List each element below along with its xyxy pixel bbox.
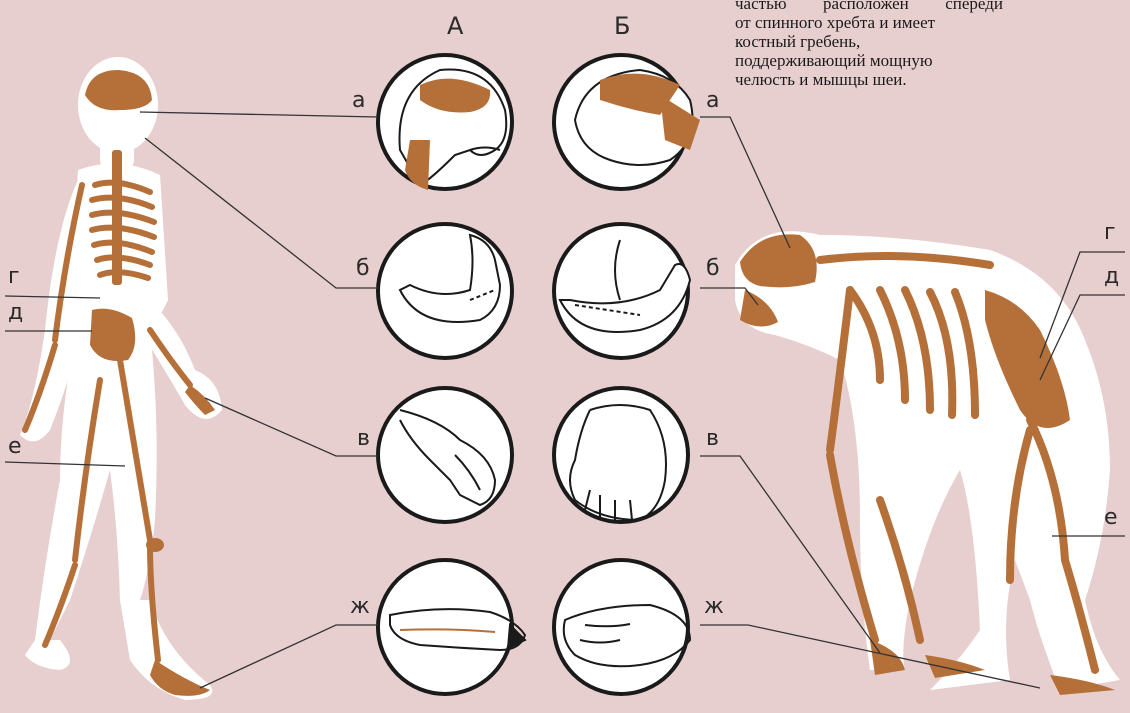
caption-line-4: поддерживающий мощную (735, 51, 1005, 70)
column-header-a: А (447, 12, 463, 40)
label-b-zh: ж (704, 596, 724, 618)
caption-line-1: частью расположен спереди (735, 0, 1003, 13)
label-a-zh: ж (350, 596, 370, 618)
label-b-a: а (706, 90, 719, 112)
label-a-b: б (356, 258, 370, 280)
label-b-b: б (706, 258, 720, 280)
label-right-d: д (1104, 266, 1119, 288)
caption-line-2: от спинного хребта и имеет (735, 13, 1005, 32)
column-header-b: Б (614, 12, 630, 40)
label-left-d: д (8, 302, 23, 324)
label-left-g: г (8, 266, 20, 288)
caption-line-5: челюсть и мышцы шеи. (735, 70, 1005, 89)
label-left-e: е (8, 436, 22, 458)
label-a-v: в (357, 428, 370, 450)
caption-text: частью расположен спереди от спинного хр… (735, 0, 1005, 89)
caption-line-3: костный гребень, (735, 32, 1005, 51)
human-figure (20, 57, 222, 700)
label-right-g: г (1104, 222, 1116, 244)
label-b-v: в (706, 428, 719, 450)
label-right-e: е (1104, 507, 1118, 529)
label-a-a: а (352, 90, 365, 112)
